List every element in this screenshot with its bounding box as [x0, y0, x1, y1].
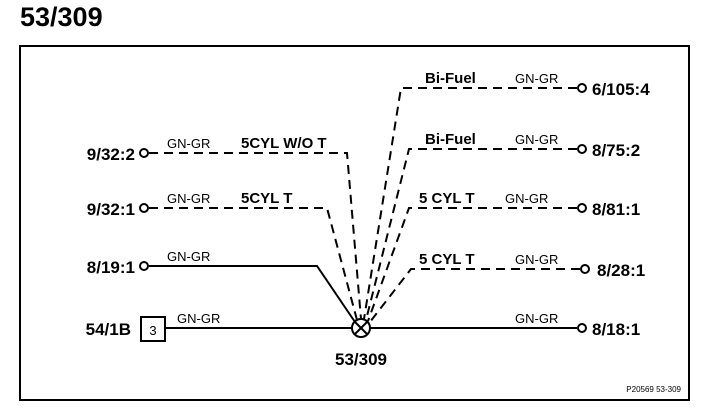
connector-box [140, 316, 166, 342]
pin-right-2: 8/75:2 [592, 141, 640, 160]
wire-right-1 [363, 83, 587, 320]
pin-right-1: 6/105:4 [592, 80, 650, 99]
figure-reference: P20569 53-309 [626, 385, 681, 394]
terminal-right-2 [577, 144, 587, 154]
splice-label: 53/309 [335, 350, 387, 369]
wire-right-2 [365, 144, 587, 321]
wire-right-3 [367, 203, 587, 322]
pin-right-4: 8/28:1 [597, 261, 645, 280]
terminal-left-3 [139, 261, 149, 271]
pin-left-1: 9/32:2 [87, 145, 135, 164]
variant-right-4: 5 CYL T [419, 251, 475, 268]
variant-left-2: 5CYL T [241, 190, 292, 207]
wire-left-1 [139, 148, 362, 320]
terminal-right-5 [577, 323, 587, 333]
variant-right-1: Bi-Fuel [425, 70, 476, 87]
terminal-left-2 [139, 203, 149, 213]
page-title: 53/309 [20, 2, 103, 32]
pin-left-2: 9/32:1 [87, 200, 135, 219]
terminal-right-4 [580, 264, 590, 274]
pin-left-3: 8/19:1 [87, 258, 135, 277]
wire-right-5 [370, 323, 587, 333]
wire-left-2 [139, 203, 358, 321]
terminal-left-1 [139, 148, 149, 158]
wire-left-4 [140, 316, 352, 342]
pin-left-4: 54/1B [86, 320, 131, 339]
color-right-2: GN-GR [515, 132, 558, 147]
color-left-2: GN-GR [167, 191, 210, 206]
color-left-1: GN-GR [167, 136, 210, 151]
color-right-4: GN-GR [515, 252, 558, 267]
wire-left-3 [139, 261, 356, 323]
pin-right-3: 8/81:1 [592, 200, 640, 219]
variant-right-3: 5 CYL T [419, 190, 475, 207]
wire-right-4 [369, 264, 590, 323]
color-right-1: GN-GR [515, 71, 558, 86]
color-left-4: GN-GR [177, 311, 220, 326]
color-right-3: GN-GR [505, 191, 548, 206]
variant-right-2: Bi-Fuel [425, 131, 476, 148]
color-right-5: GN-GR [515, 311, 558, 326]
terminal-right-1 [577, 83, 587, 93]
terminal-right-3 [577, 203, 587, 213]
diagram-frame [19, 45, 690, 401]
connector-box-label: 3 [149, 323, 156, 338]
color-left-3: GN-GR [167, 249, 210, 264]
variant-left-1: 5CYL W/O T [241, 135, 327, 152]
pin-right-5: 8/18:1 [592, 320, 640, 339]
